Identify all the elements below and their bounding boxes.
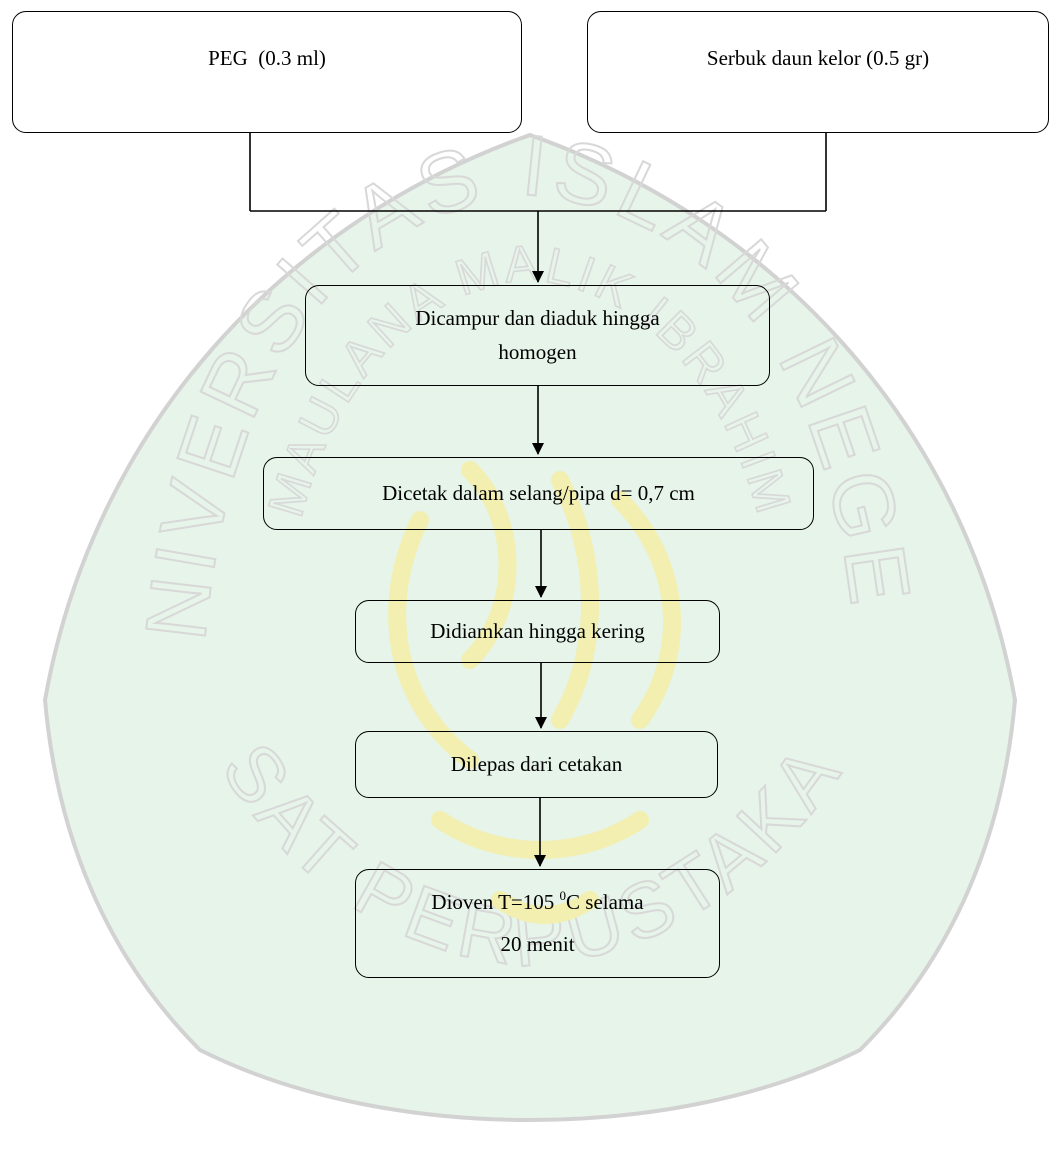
watermark-calligraphy-emblem bbox=[388, 461, 681, 924]
step-oven-line1: Dioven T=105 0C selama bbox=[431, 886, 643, 920]
step-mold-label: Dicetak dalam selang/pipa d= 0,7 cm bbox=[382, 480, 695, 505]
step-oven-degree: 0 bbox=[559, 887, 567, 903]
input-peg-label: PEG (0.3 ml) bbox=[208, 46, 326, 70]
step-mold-box: Dicetak dalam selang/pipa d= 0,7 cm bbox=[263, 457, 814, 530]
step-oven-box: Dioven T=105 0C selama 20 menit bbox=[355, 869, 720, 978]
step-dry-label: Didiamkan hingga kering bbox=[430, 618, 645, 643]
step-mix-box: Dicampur dan diaduk hingga homogen bbox=[305, 285, 770, 386]
step-dry-box: Didiamkan hingga kering bbox=[355, 600, 720, 663]
input-peg-box: PEG (0.3 ml) bbox=[12, 11, 522, 133]
step-oven-line2: 20 menit bbox=[500, 931, 575, 956]
input-kelor-label: Serbuk daun kelor (0.5 gr) bbox=[706, 46, 930, 70]
step-mix-line2: homogen bbox=[498, 339, 577, 364]
step-oven-prefix: Dioven T=105 bbox=[431, 889, 560, 914]
step-oven-suffix: C selama bbox=[566, 889, 644, 914]
input-kelor-box: Serbuk daun kelor (0.5 gr) bbox=[587, 11, 1049, 133]
step-mix-line1: Dicampur dan diaduk hingga bbox=[415, 305, 660, 330]
step-release-label: Dilepas dari cetakan bbox=[450, 751, 623, 776]
step-release-box: Dilepas dari cetakan bbox=[355, 731, 718, 798]
watermark-shield bbox=[42, 132, 1018, 1123]
